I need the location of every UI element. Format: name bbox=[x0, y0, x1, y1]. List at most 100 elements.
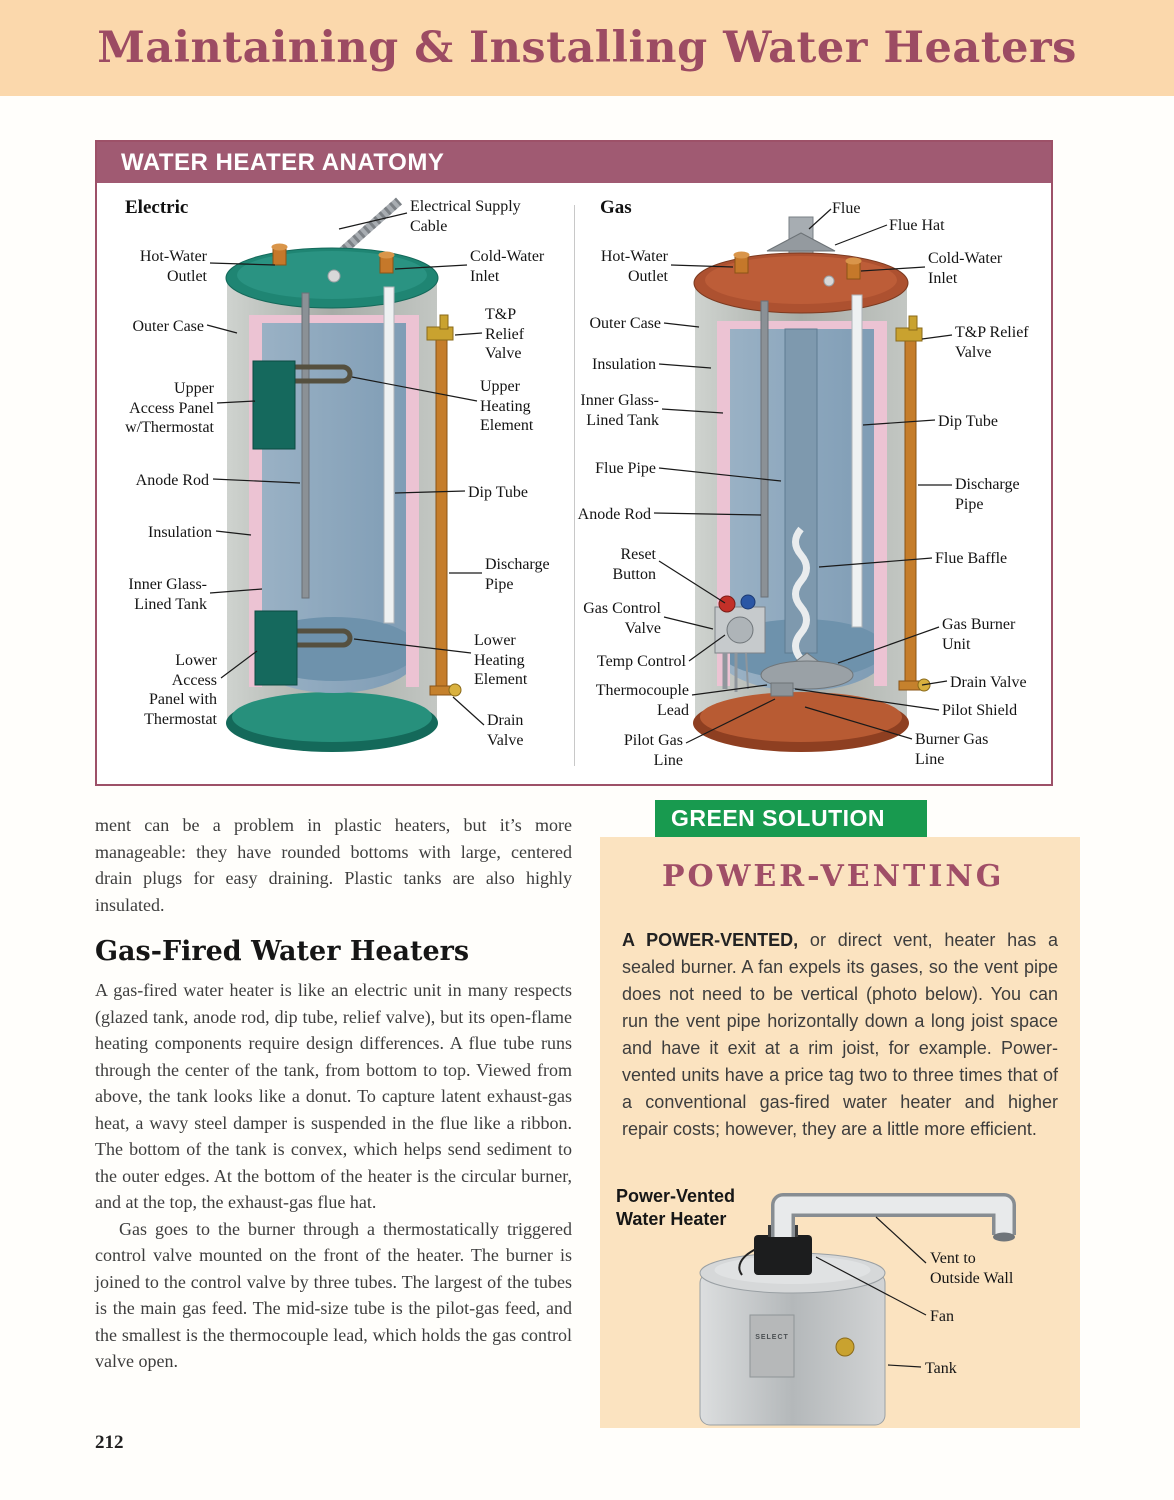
callout-upper-access-panel: Upper Access Panel w/Thermostat bbox=[125, 380, 214, 437]
gas-supply-tubes-graphic bbox=[722, 652, 749, 692]
callout-flue: Flue bbox=[832, 200, 861, 217]
callout-gas-control-valve: Gas Control Valve bbox=[583, 600, 661, 637]
article-paragraph-2: Gas goes to the burner through a thermos… bbox=[95, 1218, 572, 1372]
cold-water-inlet-graphic bbox=[378, 251, 395, 274]
callout-gas-burner-unit: Gas Burner Unit bbox=[942, 616, 1016, 653]
gas-heater-diagram: Gas Flue Flue Hat Hot-Water Outlet Outer… bbox=[575, 183, 1051, 784]
section-heading: Gas-Fired Water Heaters bbox=[95, 936, 470, 967]
callout-thermocouple-lead: Thermocouple Lead bbox=[595, 682, 689, 719]
green-solution-label: GREEN SOLUTION bbox=[671, 805, 886, 831]
callout-electrical-supply-cable: Electrical Supply Cable bbox=[410, 198, 521, 235]
anode-rod-graphic bbox=[760, 300, 769, 598]
electric-heater-illustration bbox=[206, 197, 485, 752]
base-graphic bbox=[693, 692, 909, 752]
anode-rod-graphic bbox=[301, 292, 310, 599]
callout-anode-rod: Anode Rod bbox=[135, 472, 209, 489]
callout-hot-water-outlet: Hot-Water Outlet bbox=[139, 248, 207, 285]
gas-control-valve-graphic bbox=[714, 594, 766, 654]
base-graphic bbox=[226, 692, 438, 752]
electric-heater-diagram: Electric Hot-Water Outlet Outer Case Upp… bbox=[97, 183, 574, 784]
callout-vent-to-outside-wall: Vent to Outside Wall bbox=[930, 1250, 1014, 1287]
dip-tube-graphic bbox=[383, 286, 395, 624]
tank-drain-graphic bbox=[835, 1337, 855, 1357]
upper-access-panel-graphic bbox=[252, 360, 296, 450]
panel-divider bbox=[574, 205, 575, 766]
reset-button-graphic bbox=[718, 595, 736, 613]
callout-outer-case: Outer Case bbox=[589, 315, 661, 332]
callout-burner-gas-line: Burner Gas Line bbox=[915, 731, 989, 768]
callout-insulation: Insulation bbox=[148, 524, 212, 541]
page-number: 212 bbox=[95, 1432, 124, 1453]
callout-tp-relief-valve: T&P Relief Valve bbox=[485, 306, 525, 363]
callout-lower-heating-element: Lower Heating Element bbox=[474, 632, 528, 689]
hot-water-outlet-graphic bbox=[733, 251, 750, 274]
lower-access-panel-graphic bbox=[254, 610, 298, 686]
temp-control-dial-graphic bbox=[726, 616, 754, 644]
sidebar-lead-bold: A POWER-VENTED, bbox=[622, 930, 799, 950]
callout-inner-tank: Inner Glass- Lined Tank bbox=[128, 576, 207, 613]
callout-discharge-pipe: Discharge Pipe bbox=[955, 476, 1020, 513]
sidebar-title: POWER-VENTING bbox=[662, 859, 1005, 894]
green-solution-banner: GREEN SOLUTION bbox=[655, 800, 927, 837]
flue-baffle-graphic bbox=[792, 526, 810, 662]
pilot-shield-graphic bbox=[770, 682, 794, 697]
vent-pipe-graphic bbox=[771, 1193, 1016, 1242]
flue-pipe-graphic bbox=[784, 328, 818, 662]
callout-flue-baffle: Flue Baffle bbox=[935, 550, 1008, 567]
callout-flue-pipe: Flue Pipe bbox=[595, 460, 656, 477]
callout-cold-water-inlet: Cold-Water Inlet bbox=[470, 248, 545, 285]
callout-pilot-shield: Pilot Shield bbox=[942, 702, 1018, 719]
callout-cold-water-inlet: Cold-Water Inlet bbox=[928, 250, 1003, 287]
callout-flue-hat: Flue Hat bbox=[889, 217, 945, 234]
power-vent-illustration bbox=[699, 1193, 1016, 1426]
callout-temp-control: Temp Control bbox=[596, 653, 686, 670]
callout-drain-valve: Drain Valve bbox=[950, 674, 1027, 691]
callout-drain-valve: Drain Valve bbox=[487, 712, 524, 749]
callout-upper-heating-element: Upper Heating Element bbox=[480, 378, 534, 435]
callout-discharge-pipe: Discharge Pipe bbox=[485, 556, 550, 593]
callout-hot-water-outlet: Hot-Water Outlet bbox=[600, 248, 668, 285]
sidebar-body: A POWER-VENTED, or direct vent, heater h… bbox=[622, 927, 1058, 1143]
anatomy-title: WATER HEATER ANATOMY bbox=[121, 148, 445, 176]
callout-reset-button: Reset Button bbox=[612, 546, 656, 583]
callout-fan: Fan bbox=[930, 1308, 954, 1325]
lower-heating-element-graphic bbox=[262, 628, 353, 648]
gas-leader-lines bbox=[653, 208, 953, 744]
cold-water-inlet-graphic bbox=[845, 257, 862, 280]
callout-pilot-gas-line: Pilot Gas Line bbox=[623, 732, 683, 769]
tank-graphic bbox=[699, 1252, 886, 1426]
callout-anode-rod: Anode Rod bbox=[577, 506, 651, 523]
sidebar-body-text: or direct vent, heater has a sealed burn… bbox=[622, 930, 1059, 1139]
callout-tp-relief-valve: T&P Relief Valve bbox=[955, 324, 1029, 361]
tank-label-graphic bbox=[749, 1314, 795, 1378]
callout-insulation: Insulation bbox=[592, 356, 656, 373]
callout-tank: Tank bbox=[925, 1360, 957, 1377]
article-column: ment can be a problem in plastic heaters… bbox=[95, 812, 572, 1375]
drain-valve-graphic bbox=[429, 683, 462, 697]
electric-caption: Electric bbox=[125, 197, 189, 218]
article-paragraph-1: A gas-fired water heater is like an elec… bbox=[95, 980, 572, 1213]
gas-burner-unit-graphic bbox=[760, 652, 854, 697]
anatomy-title-bar: WATER HEATER ANATOMY bbox=[97, 142, 1051, 183]
gas-caption: Gas bbox=[600, 197, 632, 218]
hot-water-outlet-graphic bbox=[271, 243, 288, 266]
dip-tube-graphic bbox=[851, 294, 863, 628]
power-venting-sidebar: POWER-VENTING A POWER-VENTED, or direct … bbox=[600, 837, 1080, 1428]
callout-lower-access-panel: Lower Access Panel with Thermostat bbox=[144, 652, 217, 728]
callout-outer-case: Outer Case bbox=[132, 318, 204, 335]
callout-dip-tube: Dip Tube bbox=[938, 413, 999, 430]
gas-heater-illustration bbox=[653, 208, 953, 752]
page-title: Maintaining & Installing Water Heaters bbox=[97, 23, 1077, 73]
anatomy-body: Electric Hot-Water Outlet Outer Case Upp… bbox=[97, 183, 1051, 784]
top-lid-graphic bbox=[693, 252, 909, 314]
callout-dip-tube: Dip Tube bbox=[468, 484, 529, 501]
electric-leader-lines bbox=[206, 212, 485, 726]
tank-brand-label: SELECT bbox=[755, 1334, 789, 1341]
sidebar-leader-lines bbox=[815, 1216, 927, 1368]
upper-heating-element-graphic bbox=[262, 364, 353, 384]
callout-inner-tank: Inner Glass- Lined Tank bbox=[580, 392, 659, 429]
continued-paragraph: ment can be a problem in plastic heaters… bbox=[95, 815, 572, 915]
anatomy-panel: WATER HEATER ANATOMY bbox=[95, 140, 1053, 786]
figure-label: Power-Vented Water Heater bbox=[616, 1186, 736, 1229]
